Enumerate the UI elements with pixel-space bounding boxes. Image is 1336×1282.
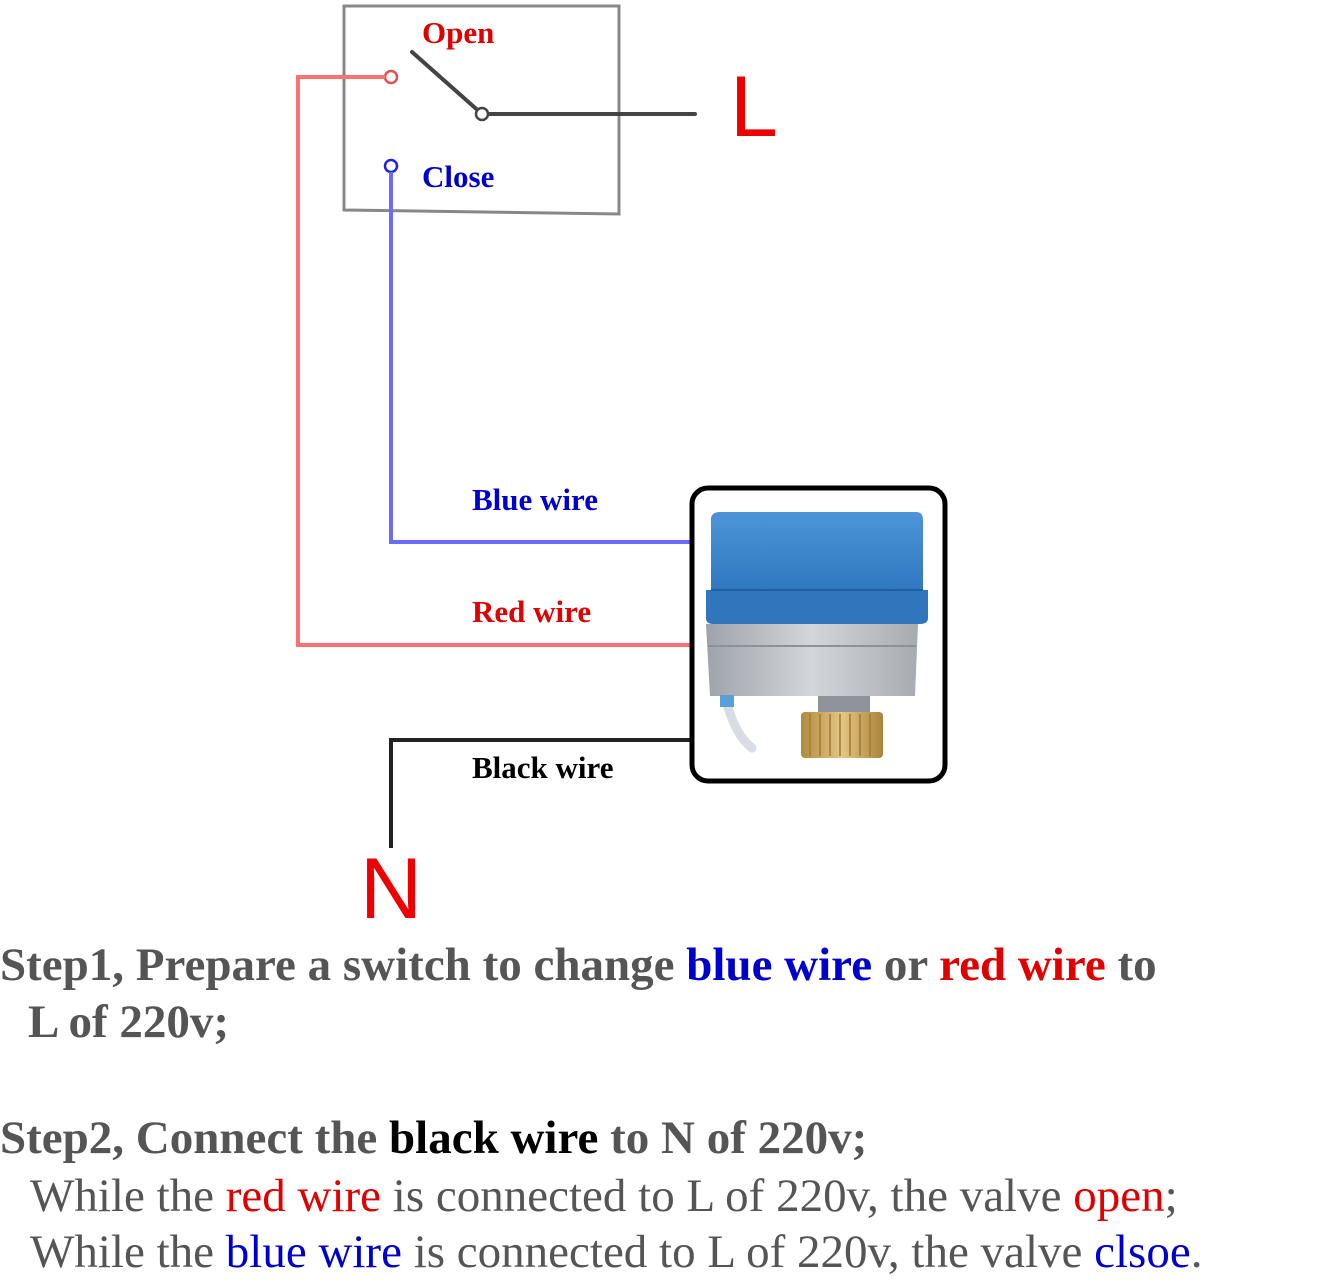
step2-l2-b: is connected to L of 220v, the valve (381, 1170, 1074, 1222)
blue-wire-label: Blue wire (472, 482, 598, 517)
step2-l2-open: open (1073, 1170, 1165, 1222)
close-label: Close (422, 159, 494, 194)
step2-line1: Step2, Connect the black wire to N of 22… (0, 1112, 867, 1164)
step2-l2-red-wire: red wire (225, 1170, 382, 1222)
black-wire (389, 738, 692, 848)
red-wire (296, 75, 692, 647)
step1-blue-wire: blue wire (686, 939, 873, 991)
step2-l3-b: is connected to L of 220v, the valve (401, 1226, 1095, 1278)
step2-l2-a: While the (30, 1170, 226, 1222)
open-contact (383, 69, 399, 85)
step2-black-wire: black wire (389, 1112, 599, 1164)
step1-red-wire: red wire (939, 939, 1106, 991)
terminal-l: L (730, 59, 778, 155)
step1-text-b: or (872, 939, 940, 991)
blue-wire (389, 172, 692, 544)
step2-text-b: to N of 220v; (598, 1112, 868, 1164)
black-wire-label: Black wire (472, 750, 614, 785)
step2-l3-blue-wire: blue wire (225, 1226, 402, 1278)
step1-text-line2: L of 220v; (28, 996, 230, 1048)
step2-line2: While the red wire is connected to L of … (30, 1170, 1178, 1222)
step1-line1: Step1, Prepare a switch to change blue w… (0, 939, 1157, 991)
open-label: Open (422, 15, 494, 50)
step1-text-a: Step1, Prepare a switch to change (0, 939, 687, 991)
step2-line3: While the blue wire is connected to L of… (30, 1226, 1202, 1278)
close-contact (383, 158, 399, 174)
step2-l3-a: While the (30, 1226, 226, 1278)
switch-box (342, 4, 621, 216)
step1-text-c: to (1105, 939, 1157, 991)
wiring-diagram: Open Close L N Blue wire Red wire Black … (296, 4, 948, 930)
step2-text-a: Step2, Connect the (0, 1112, 390, 1164)
step1-line2: L of 220v; (28, 996, 229, 1048)
step2-l3-close: clsoe (1094, 1226, 1191, 1278)
switch-lever (410, 50, 697, 122)
step2-l3-c: . (1190, 1226, 1203, 1278)
terminal-n: N (360, 841, 422, 930)
red-wire-label: Red wire (472, 594, 591, 629)
step2-l2-c: ; (1164, 1170, 1178, 1222)
actuator-image (689, 485, 948, 784)
